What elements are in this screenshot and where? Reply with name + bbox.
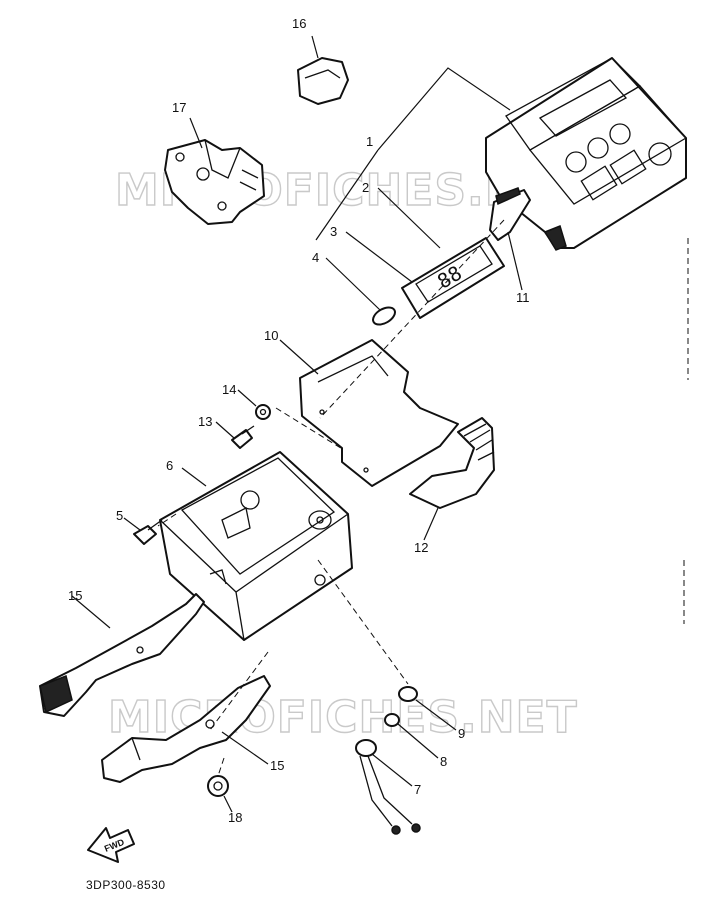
callouts: 16 17 1 2 3 4 11 10 14 13 6 5 12 15 9 8 … [68,16,530,825]
callout-18: 17 [172,100,186,115]
part-15-bracket-left [39,593,205,717]
callout-6: 6 [166,458,173,473]
part-3-lcd-display: 88 [401,237,505,319]
callout-10: 10 [264,328,278,343]
callout-9: 9 [458,726,465,741]
callout-12: 12 [414,540,428,555]
part-18-bracket [164,139,265,225]
part-9-socket [398,686,418,702]
part-16-grommet [207,775,229,797]
callout-7: 7 [414,782,421,797]
part-4-bulb [372,306,396,326]
part-15-bracket-right [101,675,271,783]
part-17-cap [297,57,349,105]
callout-15-right: 15 [270,758,284,773]
callout-13: 13 [198,414,212,429]
callout-15-left: 15 [68,588,82,603]
leader-lines [71,35,523,813]
scan-edge-marks [683,238,689,624]
part-14-nut [255,404,271,420]
part-13-screw [231,425,255,449]
callout-1: 1 [366,134,373,149]
callout-5: 5 [116,508,123,523]
part-12-ribbon-cable [409,417,495,509]
part-1-meter-assembly [485,57,688,251]
callout-4: 4 [312,250,319,265]
part-8-bulb [384,713,400,727]
callout-8: 8 [440,754,447,769]
part-5-screw [133,519,163,545]
drawing-code: 3DP300-8530 [86,878,166,892]
callout-3: 3 [330,224,337,239]
part-7-bulb-socket-lead [355,739,421,835]
part-6-housing [159,451,353,641]
callout-2: 2 [362,180,369,195]
callout-17: 16 [292,16,306,31]
callout-14: 14 [222,382,236,397]
assembly-lines [157,219,505,777]
callout-16: 18 [228,810,242,825]
part-10-case-plate [299,339,459,487]
callout-11: 11 [516,290,530,305]
part-11-connector [489,187,531,241]
fwd-arrow: FWD [87,827,135,863]
